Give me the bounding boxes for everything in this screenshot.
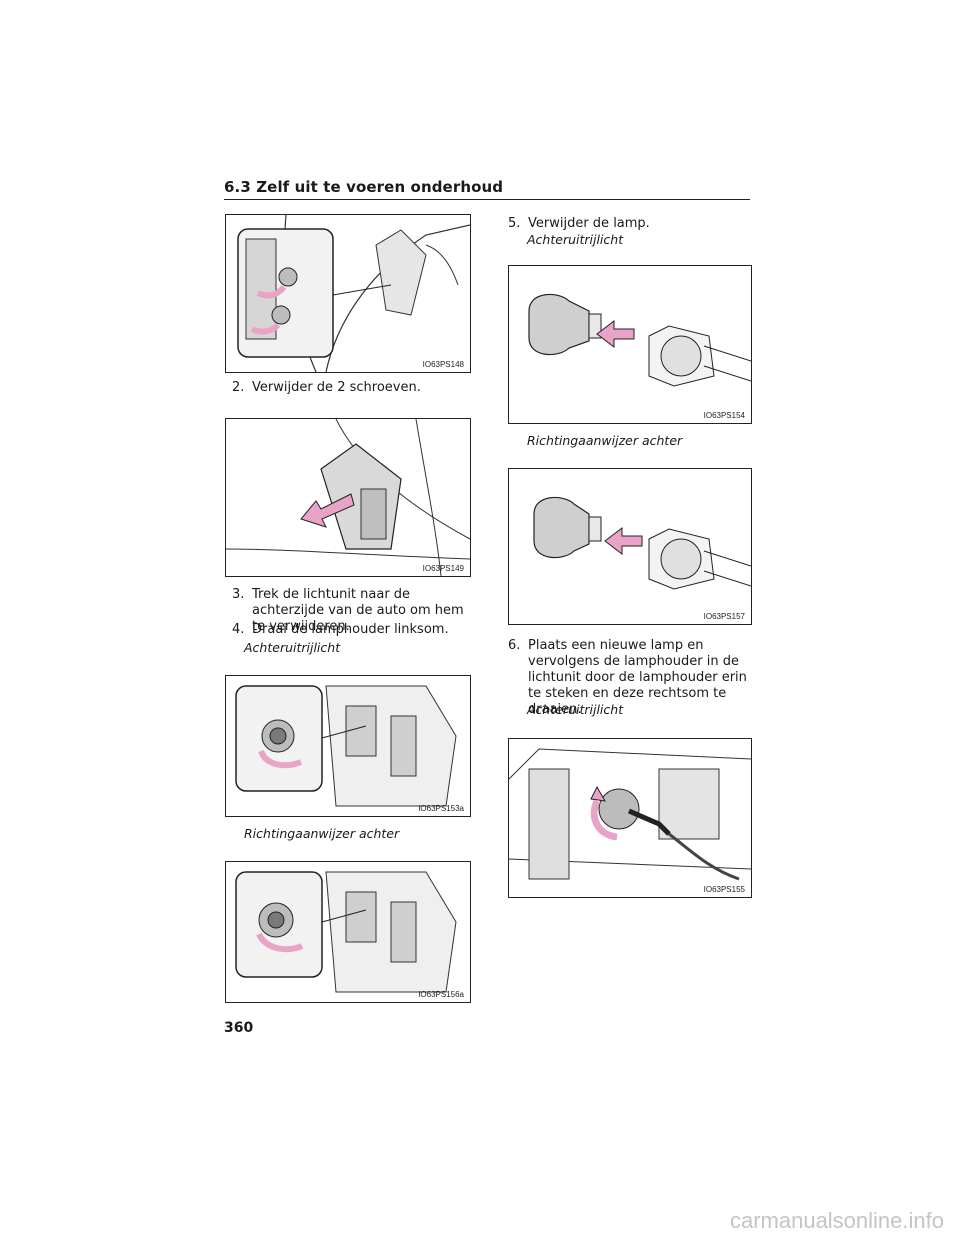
subheading-turn-signal: Richtingaanwijzer achter (244, 826, 400, 841)
illustration-holder-reverse (235, 685, 457, 807)
illustration-bulb-signal (533, 496, 751, 590)
figure-code: IO63PS148 (422, 360, 464, 369)
figure-code: IO63PS153a (418, 804, 464, 813)
figure-install-holder: IO63PS155 (508, 738, 752, 898)
illustration-screws (237, 215, 470, 372)
figure-turn-holder-signal: IO63PS156a (225, 861, 471, 1003)
step-4: 4. Draai de lamphouder linksom. (232, 622, 472, 638)
step-6: 6. Plaats een nieuwe lamp en vervolgens … (508, 638, 753, 718)
figure-remove-screws: IO63PS148 (225, 214, 471, 373)
subheading-turn-signal: Richtingaanwijzer achter (527, 433, 683, 448)
step-number: 2. (232, 380, 245, 395)
step-text: Trek de lichtunit naar de achterzijde va… (252, 587, 464, 634)
step-2: 2. Verwijder de 2 schroeven. (232, 380, 472, 396)
figure-code: IO63PS155 (703, 885, 745, 894)
subheading-reverse-light: Achteruitrijlicht (527, 702, 624, 717)
illustration-holder-signal (235, 871, 457, 993)
illustration-bulb-reverse (528, 293, 751, 387)
watermark: carmanualsonline.info (729, 1208, 944, 1233)
step-number: 3. (232, 587, 245, 602)
step-text: Verwijder de 2 schroeven. (252, 380, 421, 395)
figure-remove-bulb-reverse: IO63PS154 (508, 265, 752, 424)
figure-turn-holder-reverse: IO63PS153a (225, 675, 471, 817)
figure-code: IO63PS156a (418, 990, 464, 999)
step-3: 3. Trek de lichtunit naar de achterzijde… (232, 587, 472, 635)
page-number: 360 (224, 1020, 254, 1036)
step-text: Draai de lamphouder linksom. (252, 622, 449, 637)
step-number: 4. (232, 622, 245, 637)
section-title: 6.3 Zelf uit te voeren onderhoud (224, 178, 750, 200)
figure-remove-bulb-signal: IO63PS157 (508, 468, 752, 625)
step-number: 5. (508, 216, 521, 231)
figure-code: IO63PS157 (703, 612, 745, 621)
figure-code: IO63PS149 (422, 564, 464, 573)
subheading-reverse-light: Achteruitrijlicht (527, 232, 624, 247)
step-text: Plaats een nieuwe lamp en vervolgens de … (528, 638, 747, 717)
subheading-reverse-light: Achteruitrijlicht (244, 640, 341, 655)
figure-code: IO63PS154 (703, 411, 745, 420)
step-number: 6. (508, 638, 521, 653)
illustration-light-unit (226, 419, 470, 576)
step-5: 5. Verwijder de lamp. (508, 216, 753, 232)
step-text: Verwijder de lamp. (528, 216, 650, 231)
figure-pull-light-unit: IO63PS149 (225, 418, 471, 577)
illustration-install-holder (509, 748, 751, 881)
